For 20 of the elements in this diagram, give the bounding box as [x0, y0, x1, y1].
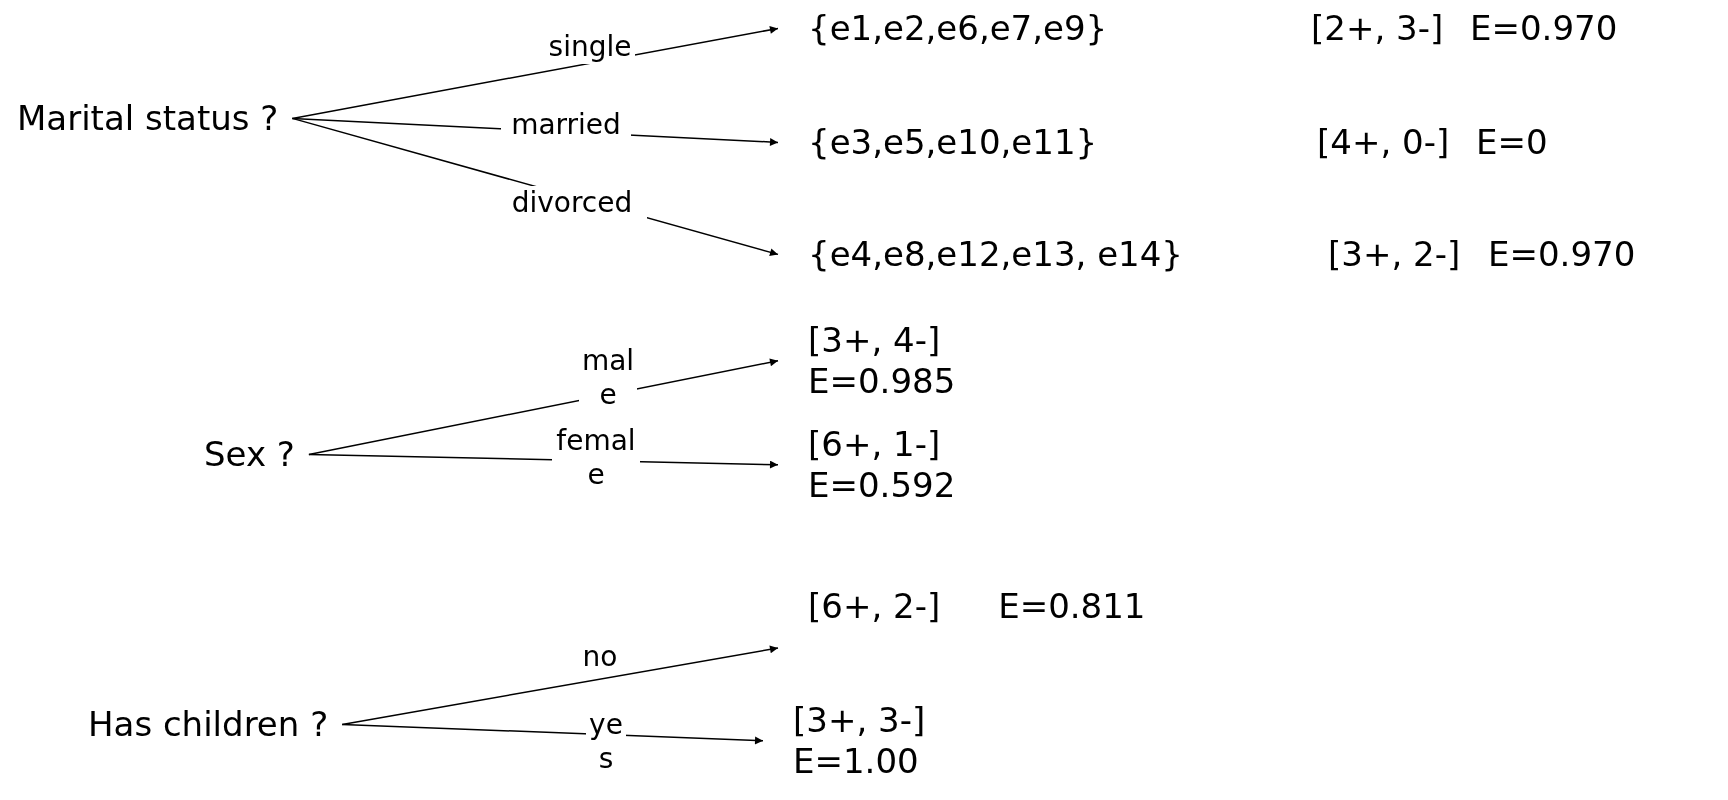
- node-text: E=0.811: [998, 586, 1146, 627]
- node-text: [6+, 2-]: [808, 586, 941, 627]
- node-text: Marital status ?: [17, 98, 279, 139]
- node-text: {e4,e8,e12,e13, e14}: [808, 234, 1183, 275]
- arrow: [341, 723, 764, 745]
- count-entropy-text: E=0.970: [1488, 234, 1636, 274]
- arrow: [341, 645, 779, 726]
- node-text: [3+, 4-] E=0.985: [808, 320, 957, 402]
- node-text: {e3,e5,e10,e11}: [808, 122, 1098, 163]
- node-text: Sex ?: [204, 434, 295, 475]
- arrow: [291, 25, 779, 120]
- node-text: Has children ?: [88, 704, 329, 745]
- node-text: [6+, 1-] E=0.592: [808, 424, 957, 506]
- count-entropy-text: [3+, 2-]: [1328, 234, 1461, 274]
- count-entropy-text: E=0.970: [1470, 8, 1618, 48]
- count-entropy-text: E=0: [1476, 122, 1548, 162]
- count-entropy-text: [2+, 3-]: [1311, 8, 1444, 48]
- node-text: {e1,e2,e6,e7,e9}: [808, 8, 1108, 49]
- count-entropy-text: [4+, 0-]: [1317, 122, 1450, 162]
- node-text: [3+, 3-] E=1.00: [793, 700, 927, 782]
